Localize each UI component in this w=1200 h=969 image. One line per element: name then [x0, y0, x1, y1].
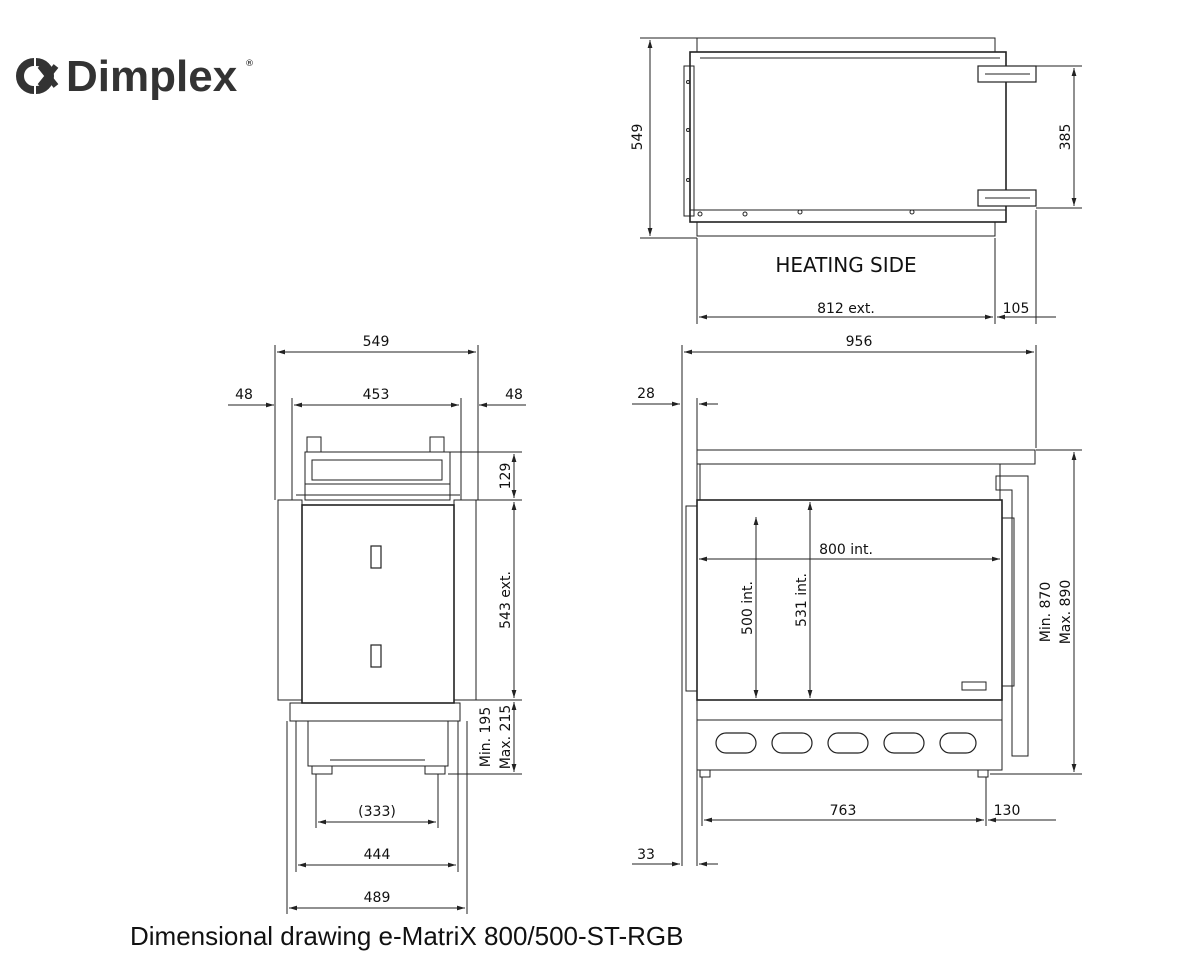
dim-front-glass-height: 531 int. [794, 573, 810, 627]
dim-side-overall-width: 549 [363, 334, 390, 350]
dim-front-side-offset: 130 [994, 803, 1021, 819]
dim-front-base-width: 763 [830, 803, 857, 819]
side-plinth [307, 720, 449, 767]
dim-front-top-offset: 28 [637, 386, 655, 402]
side-right-hook [429, 436, 445, 453]
dimplex-logo: Dimplex ® [16, 52, 254, 101]
dim-top-offset: 105 [1003, 301, 1030, 317]
heating-side-label: HEATING SIDE [775, 253, 916, 277]
side-view: 549 48 453 48 129 543 ext. Min. 195 Max.… [228, 334, 526, 914]
front-right-flange [1001, 517, 1015, 687]
dim-side-base-width: 489 [364, 890, 391, 906]
side-base-frame [289, 702, 461, 722]
dim-front-bottom-offset: 33 [637, 847, 655, 863]
top-front-rail [696, 221, 996, 237]
brand-name: Dimplex [66, 52, 238, 101]
dim-front-opening-height: 500 int. [740, 581, 756, 635]
side-left-panel [277, 499, 303, 701]
dim-top-depth: 549 [630, 124, 646, 151]
front-left-flange [685, 505, 698, 692]
dim-top-width-ext: 812 ext. [817, 301, 875, 317]
dim-front-height-min: Min. 870 [1038, 582, 1054, 642]
dim-side-body-height: 543 ext. [498, 571, 514, 629]
dimplex-mark-icon [16, 58, 59, 94]
dim-front-opening-width: 800 int. [819, 542, 873, 558]
drawing-caption: Dimensional drawing e-MatriX 800/500-ST-… [130, 921, 683, 951]
front-top-cap [696, 449, 1036, 465]
dim-side-base-max: Max. 215 [498, 705, 514, 770]
front-side-bracket [995, 475, 1029, 757]
side-left-hook [306, 436, 322, 453]
front-lower-frame [696, 699, 1003, 721]
registered-mark: ® [245, 59, 254, 69]
side-body [301, 504, 455, 704]
dim-side-body-width: 453 [363, 387, 390, 403]
dim-bracket-span: 385 [1058, 124, 1074, 151]
side-right-panel [453, 499, 477, 701]
dim-side-plinth-width: 444 [364, 847, 391, 863]
side-vent-slot-upper [370, 545, 382, 569]
dim-side-top-height: 129 [498, 463, 514, 490]
front-vent-5 [939, 732, 977, 754]
dim-front-height-max: Max. 890 [1058, 580, 1074, 645]
dim-side-foot-span: (333) [358, 804, 396, 820]
front-vent-4 [883, 732, 925, 754]
front-vent-3 [827, 732, 869, 754]
top-body [689, 51, 1007, 223]
dim-side-left-margin: 48 [235, 387, 253, 403]
front-header [699, 463, 1001, 501]
dim-side-right-margin: 48 [505, 387, 523, 403]
top-view: 549 385 HEATING SIDE 812 ext. 105 [630, 37, 1082, 324]
side-vent-slot-lower [370, 644, 382, 668]
side-top-box [304, 451, 451, 501]
front-view: 956 28 800 int. 500 int. 531 int. Min. 8… [632, 334, 1082, 867]
front-label-plate [961, 681, 987, 691]
dim-front-overall-width: 956 [846, 334, 873, 350]
top-side-flange [683, 65, 695, 217]
front-vent-1 [715, 732, 757, 754]
front-vent-2 [771, 732, 813, 754]
top-rail [696, 37, 996, 53]
dim-side-base-min: Min. 195 [478, 707, 494, 767]
